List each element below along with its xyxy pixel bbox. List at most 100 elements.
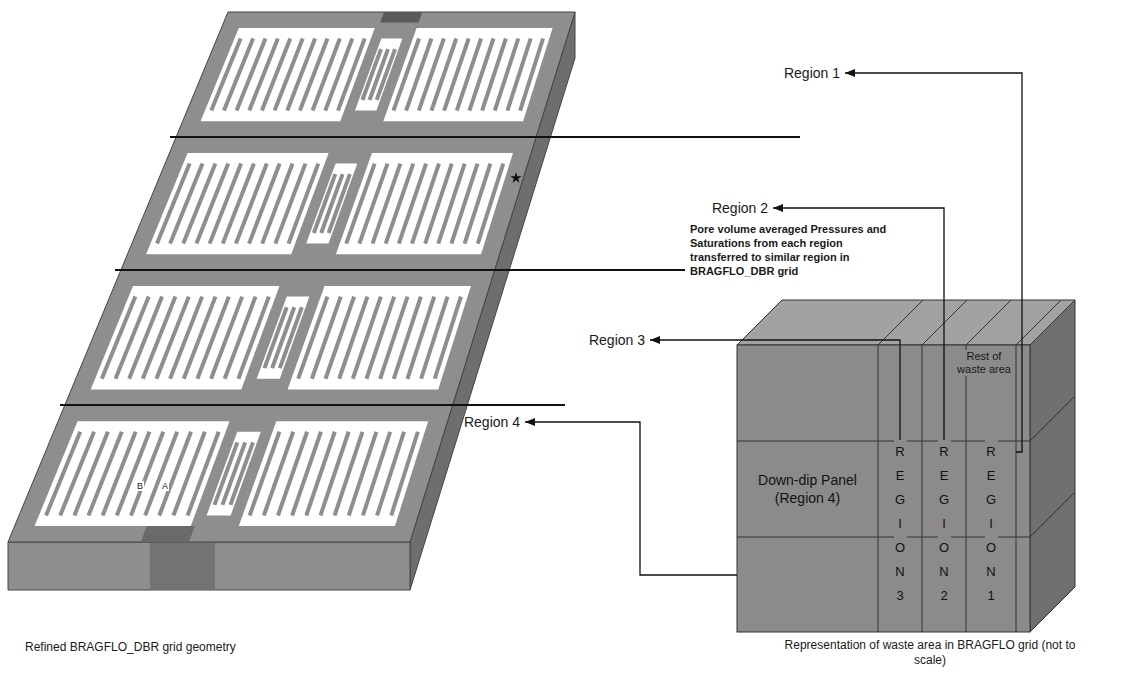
disposal-room bbox=[300, 39, 328, 111]
figure-caption: Representation of waste area in BRAGFLO … bbox=[780, 638, 1080, 668]
column-line bbox=[878, 345, 879, 632]
slab-top-face bbox=[8, 12, 575, 542]
waste-panel bbox=[383, 28, 552, 121]
waste-panel bbox=[91, 286, 280, 389]
disposal-room bbox=[249, 39, 278, 111]
disposal-room bbox=[237, 39, 266, 111]
down-dip-panel: Down-dip Panel (Region 4) bbox=[737, 345, 878, 632]
disposal-room bbox=[173, 432, 204, 516]
disposal-room bbox=[399, 164, 426, 244]
disposal-room bbox=[103, 432, 136, 516]
disposal-room bbox=[292, 432, 321, 516]
connector-arrow bbox=[845, 73, 1022, 452]
disposal-room bbox=[159, 432, 191, 516]
disposal-room bbox=[280, 307, 302, 368]
column-text: R E G I O N 3 bbox=[894, 440, 907, 608]
waste-panel bbox=[336, 153, 513, 254]
disposal-room bbox=[230, 442, 253, 505]
disposal-room bbox=[145, 432, 177, 516]
disposal-room bbox=[482, 39, 506, 111]
column-line bbox=[1016, 345, 1017, 632]
disposal-room bbox=[278, 432, 307, 516]
disposal-room bbox=[236, 164, 267, 244]
disposal-room bbox=[394, 297, 421, 379]
disposal-room bbox=[313, 39, 340, 111]
disposal-room bbox=[386, 164, 414, 244]
disposal-room bbox=[211, 297, 242, 379]
disposal-room bbox=[380, 297, 407, 379]
disposal-room bbox=[249, 164, 280, 244]
region-column: R E G I O N 2 bbox=[922, 440, 966, 608]
column-line bbox=[1016, 300, 1061, 345]
point-marker: A bbox=[161, 481, 169, 491]
region-label: Region 2 bbox=[710, 199, 770, 217]
area-label: Rest of waste area bbox=[954, 350, 1014, 376]
disposal-room bbox=[407, 297, 434, 379]
waste-panel bbox=[35, 421, 230, 526]
layer-line bbox=[1030, 396, 1075, 441]
disposal-room bbox=[465, 164, 491, 244]
panel-text: Down-dip Panel (Region 4) bbox=[742, 470, 873, 508]
disposal-room bbox=[353, 297, 381, 379]
disposal-room bbox=[425, 164, 452, 244]
disposal-room bbox=[264, 432, 293, 516]
block-side-face bbox=[1030, 300, 1075, 632]
disposal-room bbox=[306, 432, 335, 516]
region-label: Region 1 bbox=[782, 64, 842, 82]
disposal-room bbox=[469, 39, 493, 111]
region-column: R E G I O N 1 bbox=[966, 440, 1016, 608]
disposal-room bbox=[363, 432, 390, 516]
region-label: Region 3 bbox=[587, 331, 647, 349]
column-line bbox=[966, 345, 967, 632]
disposal-room bbox=[89, 432, 122, 516]
disposal-room bbox=[419, 39, 444, 111]
disposal-room bbox=[444, 39, 469, 111]
disposal-room bbox=[224, 39, 253, 111]
shaft-pad bbox=[380, 12, 422, 23]
region-divider bbox=[60, 404, 565, 406]
disposal-room bbox=[262, 39, 290, 111]
region-label: Region 4 bbox=[462, 413, 522, 431]
disposal-room bbox=[197, 297, 228, 379]
disposal-room bbox=[435, 297, 461, 379]
disposal-room bbox=[457, 39, 481, 111]
connector-arrow bbox=[525, 422, 737, 575]
disposal-room bbox=[520, 39, 543, 111]
disposal-room bbox=[117, 432, 150, 516]
disposal-room bbox=[478, 164, 503, 244]
disposal-room bbox=[262, 164, 292, 244]
disposal-room bbox=[211, 39, 240, 111]
disposal-room bbox=[320, 432, 348, 516]
disposal-room bbox=[287, 39, 315, 111]
region-label-text: Region 3 bbox=[589, 332, 645, 348]
disposal-room bbox=[391, 432, 418, 516]
disposal-room bbox=[495, 39, 518, 111]
figure-caption: Refined BRAGFLO_DBR grid geometry bbox=[25, 640, 236, 655]
disposal-room bbox=[507, 39, 530, 111]
waste-panel bbox=[146, 153, 329, 254]
disposal-room bbox=[377, 49, 395, 100]
block-top-face bbox=[737, 300, 1075, 345]
disposal-room bbox=[338, 39, 365, 111]
disposal-room bbox=[170, 297, 202, 379]
disposal-room bbox=[349, 432, 377, 516]
disposal-room bbox=[335, 432, 363, 516]
slab-front-face bbox=[8, 542, 410, 590]
waste-area-block bbox=[737, 300, 1075, 632]
region-label-text: Region 4 bbox=[464, 414, 520, 430]
disposal-room bbox=[366, 297, 394, 379]
column-text: R E G I O N 2 bbox=[938, 440, 951, 608]
region-column: R E G I O N 3 bbox=[878, 440, 922, 608]
disposal-room bbox=[131, 432, 163, 516]
layer-line bbox=[1030, 492, 1075, 537]
disposal-room bbox=[339, 297, 367, 379]
disposal-room bbox=[184, 297, 216, 379]
disposal-room bbox=[275, 39, 303, 111]
column-line bbox=[878, 300, 923, 345]
region-divider bbox=[115, 269, 685, 271]
disposal-room bbox=[74, 432, 108, 516]
disposal-room bbox=[329, 174, 350, 233]
